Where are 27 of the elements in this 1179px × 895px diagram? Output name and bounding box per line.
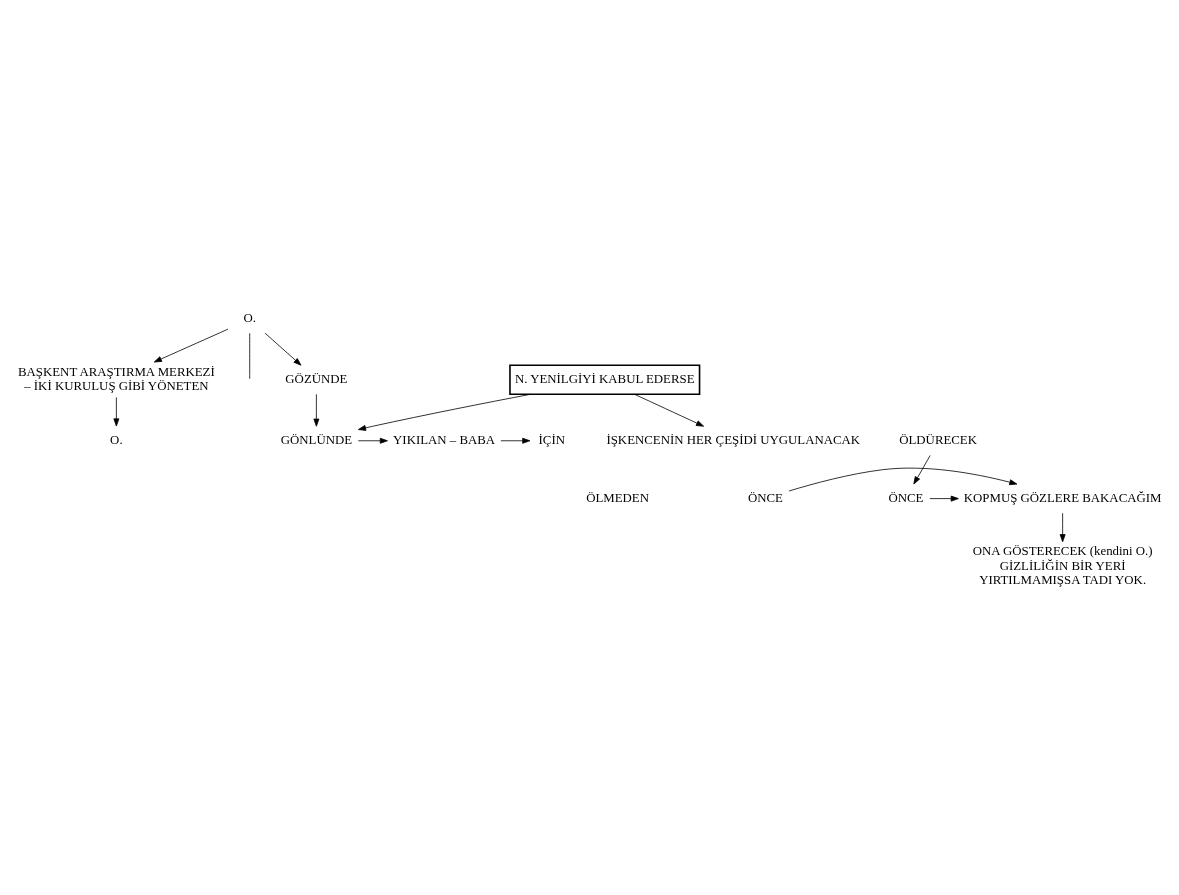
node-text: BAŞKENT ARAŞTIRMA MERKEZİ – İKİ KURULUŞ GİBİ YÖNETEN [18,364,215,393]
node-text: GÖZÜNDE [285,371,348,386]
arrow [1059,512,1066,542]
node-text: ÖLDÜRECEK [899,432,978,447]
arrow [264,332,302,366]
arrow [500,437,531,444]
node-text: O. [243,310,256,325]
arrow [153,328,229,362]
arrow [358,393,532,431]
arrow [313,393,320,427]
arrow [913,454,931,484]
node-text: İŞKENCENİN HER ÇEŞİDİ UYGULANACAK [606,432,861,447]
node-text: İÇİN [538,432,565,447]
node-text: YIKILAN – BABA [393,432,496,447]
label: ÖLMEDEN [586,490,650,505]
node-text: ÖNCE [888,490,924,505]
arrow [113,396,120,426]
node-text: GÖNLÜNDE [280,432,353,447]
arrow [788,467,1018,491]
node-text: ONA GÖSTERECEK (kendini O.) GİZLİLİĞİN BİR YERİ YIRTILMAMIŞSA TADI YOK. [972,543,1153,587]
node-text: ÖNCE [747,490,783,505]
node-text: O. [110,432,123,447]
node-box: N. YENİLGİYİ KABUL EDERSE [509,363,701,395]
arrow [929,495,959,502]
arrow [357,437,388,444]
node-text: KOPMUŞ GÖZLERE BAKACAĞIM [963,490,1162,505]
arrow [634,393,705,427]
